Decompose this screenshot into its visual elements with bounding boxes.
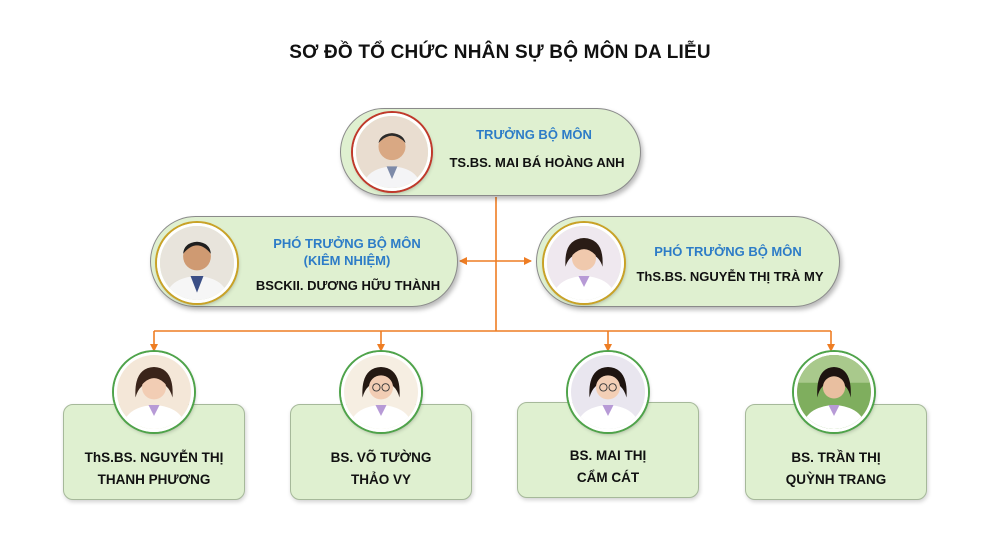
deputy-right-avatar	[544, 223, 624, 303]
staff-2-avatar	[341, 352, 421, 432]
head-role: TRƯỞNG BỘ MÔN	[476, 127, 592, 142]
staff-1-name-line2: THANH PHƯƠNG	[97, 472, 211, 487]
deputy-left-role: PHÓ TRƯỞNG BỘ MÔN	[273, 236, 421, 251]
deputy-left-avatar	[157, 223, 237, 303]
chart-title: SƠ ĐỒ TỔ CHỨC NHÂN SỰ BỘ MÔN DA LIỄU	[289, 42, 711, 63]
staff-4-avatar	[794, 352, 874, 432]
deputy-node-right: PHÓ TRƯỞNG BỘ MÔN ThS.BS. NGUYỄN THỊ TRÀ…	[536, 216, 840, 307]
staff-2-name-line2: THẢO VY	[350, 472, 411, 487]
head-avatar	[353, 113, 431, 191]
head-node: TRƯỞNG BỘ MÔN TS.BS. MAI BÁ HOÀNG ANH	[340, 108, 641, 196]
staff-1-name-line1: ThS.BS. NGUYỄN THỊ	[84, 450, 224, 465]
head-name: TS.BS. MAI BÁ HOÀNG ANH	[449, 155, 625, 170]
staff-2-name-line1: BS. VÕ TƯỜNG	[330, 450, 432, 465]
staff-4-name-line1: BS. TRẦN THỊ	[791, 450, 881, 465]
deputy-left-role-note: (KIÊM NHIỆM)	[303, 253, 391, 268]
staff-3-name-line2: CẨM CÁT	[576, 470, 640, 485]
staff-4-name-line2: QUỲNH TRANG	[785, 472, 887, 487]
staff-1-avatar	[114, 352, 194, 432]
deputy-left-name: BSCKII. DƯƠNG HỮU THÀNH	[255, 278, 441, 293]
deputy-right-role: PHÓ TRƯỞNG BỘ MÔN	[654, 244, 802, 259]
staff-3-name-line1: BS. MAI THỊ	[569, 448, 647, 463]
staff-card-4: BS. TRẦN THỊ QUỲNH TRANG	[745, 404, 927, 500]
deputy-right-name: ThS.BS. NGUYỄN THỊ TRÀ MY	[636, 269, 824, 284]
deputy-node-left: PHÓ TRƯỞNG BỘ MÔN (KIÊM NHIỆM) BSCKII. D…	[150, 216, 458, 307]
staff-3-avatar	[568, 352, 648, 432]
